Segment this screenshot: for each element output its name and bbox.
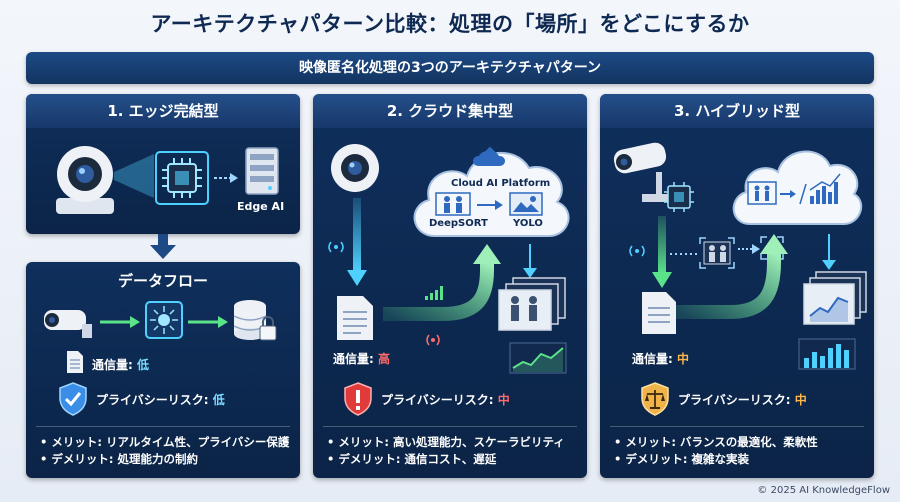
document-icon — [337, 296, 373, 340]
cloud-upload-arrow — [676, 234, 788, 319]
traffic-indicator: 通信量: 高 — [333, 350, 390, 367]
privacy-label: プライバシーリスク: — [381, 393, 498, 407]
privacy-value: 中 — [497, 393, 510, 407]
down-arrow-icon — [150, 234, 176, 259]
signal-icon — [328, 241, 344, 253]
traffic-value: 中 — [676, 352, 689, 366]
traffic-value: 高 — [377, 352, 390, 366]
panel-hybrid-header: 3. ハイブリッド型 — [600, 94, 874, 128]
video-frames-icon — [498, 277, 566, 331]
dome-camera-icon — [56, 146, 114, 214]
download-arrow — [523, 244, 537, 278]
traffic-value: 低 — [136, 358, 149, 372]
shield-scale-icon — [641, 382, 669, 416]
upload-stream-arrow — [347, 198, 367, 286]
server-icon — [245, 147, 279, 195]
signal-warning-icon — [426, 334, 440, 346]
privacy-value: 中 — [794, 393, 807, 407]
cloud-platform-label: Cloud AI Platform — [451, 178, 551, 189]
camera-beam — [114, 154, 154, 198]
arrow-right-icon — [188, 316, 228, 328]
signal-icon — [629, 245, 645, 257]
document-icon — [642, 292, 676, 334]
arrow-right-icon — [214, 173, 238, 183]
bullet-camera-icon — [44, 310, 92, 338]
edge-ai-label: Edge AI — [237, 200, 285, 213]
traffic-label: 通信量: — [632, 352, 677, 366]
line-chart-icon — [509, 342, 567, 374]
panel-edge: 1. エッジ完結型 — [26, 94, 300, 478]
traffic-indicator: 通信量: 中 — [632, 350, 689, 367]
pros-cons-list: メリット: 高い処理能力、スケーラビリティ デメリット: 通信コスト、遅延 — [327, 434, 565, 468]
cloud-upload-arrow — [383, 244, 501, 321]
privacy-indicator: プライバシーリスク: 中 — [381, 391, 510, 408]
shield-check-icon — [59, 382, 87, 416]
divider — [36, 426, 290, 427]
bar-chart-icon — [798, 338, 856, 370]
panel-edge-header: 1. エッジ完結型 — [26, 94, 300, 128]
cloud-analytics-icon — [732, 150, 863, 225]
signal-bars-icon — [425, 286, 443, 300]
traffic-label: 通信量: — [333, 352, 378, 366]
panel-cloud: 2. クラウド集中型 Cloud AI Platform DeepSORT YO… — [313, 94, 587, 478]
pros-cons-list: メリット: リアルタイム性、プライバシー保護 デメリット: 処理能力の制約 — [40, 434, 289, 468]
processor-node-icon — [145, 301, 183, 339]
pros-cons-list: メリット: バランスの最適化、柔軟性 デメリット: 複雑な実装 — [614, 434, 818, 468]
dataflow-box: データフロー — [26, 262, 300, 478]
people-tracking-icon — [435, 192, 471, 216]
subtitle-bar: 映像匿名化処理の3つのアーキテクチャパターン — [26, 52, 874, 84]
divider — [323, 426, 577, 427]
chip-icon — [664, 182, 694, 212]
secure-database-icon — [233, 300, 277, 341]
privacy-indicator: プライバシーリスク: 中 — [678, 391, 807, 408]
document-icon — [67, 351, 83, 373]
page-title: アーキテクチャパターン比較：処理の「場所」をどこにするか — [150, 12, 750, 36]
image-detection-icon — [509, 192, 543, 216]
panel-edge-top: 1. エッジ完結型 — [26, 94, 300, 234]
people-tracking-icon — [699, 237, 735, 269]
merit-text: メリット: リアルタイム性、プライバシー保護 — [40, 434, 289, 451]
focus-frame-icon — [760, 236, 784, 260]
download-arrow — [822, 234, 836, 270]
copyright-footer: © 2025 AI KnowledgeFlow — [757, 485, 890, 496]
shield-warning-icon — [344, 382, 372, 416]
traffic-indicator: 通信量: 低 — [92, 356, 149, 373]
privacy-label: プライバシーリスク: — [678, 393, 795, 407]
privacy-indicator: プライバシーリスク: 低 — [96, 391, 225, 408]
merit-text: メリット: 高い処理能力、スケーラビリティ — [327, 434, 564, 451]
stream-arrow-down — [652, 216, 672, 288]
privacy-label: プライバシーリスク: — [96, 393, 213, 407]
deepsort-label: DeepSORT — [429, 218, 488, 229]
arrow-right-icon — [100, 316, 140, 328]
privacy-value: 低 — [212, 393, 225, 407]
demerit-text: デメリット: 通信コスト、遅延 — [327, 451, 565, 468]
panel-hybrid: 3. ハイブリッド型 — [600, 94, 874, 478]
divider — [610, 426, 864, 427]
yolo-label: YOLO — [513, 218, 543, 229]
bullet-camera-icon — [613, 142, 676, 202]
merit-text: メリット: バランスの最適化、柔軟性 — [614, 434, 817, 451]
analytics-frames-icon — [803, 271, 867, 325]
demerit-text: デメリット: 複雑な実装 — [614, 451, 818, 468]
dome-camera-icon — [331, 144, 379, 192]
arrow-right-icon — [738, 244, 760, 254]
traffic-label: 通信量: — [92, 358, 137, 372]
arrow-right-icon — [477, 200, 503, 210]
chip-icon — [155, 151, 209, 205]
demerit-text: デメリット: 処理能力の制約 — [40, 451, 289, 468]
panel-cloud-header: 2. クラウド集中型 — [313, 94, 587, 128]
dataflow-title: データフロー — [117, 272, 208, 290]
